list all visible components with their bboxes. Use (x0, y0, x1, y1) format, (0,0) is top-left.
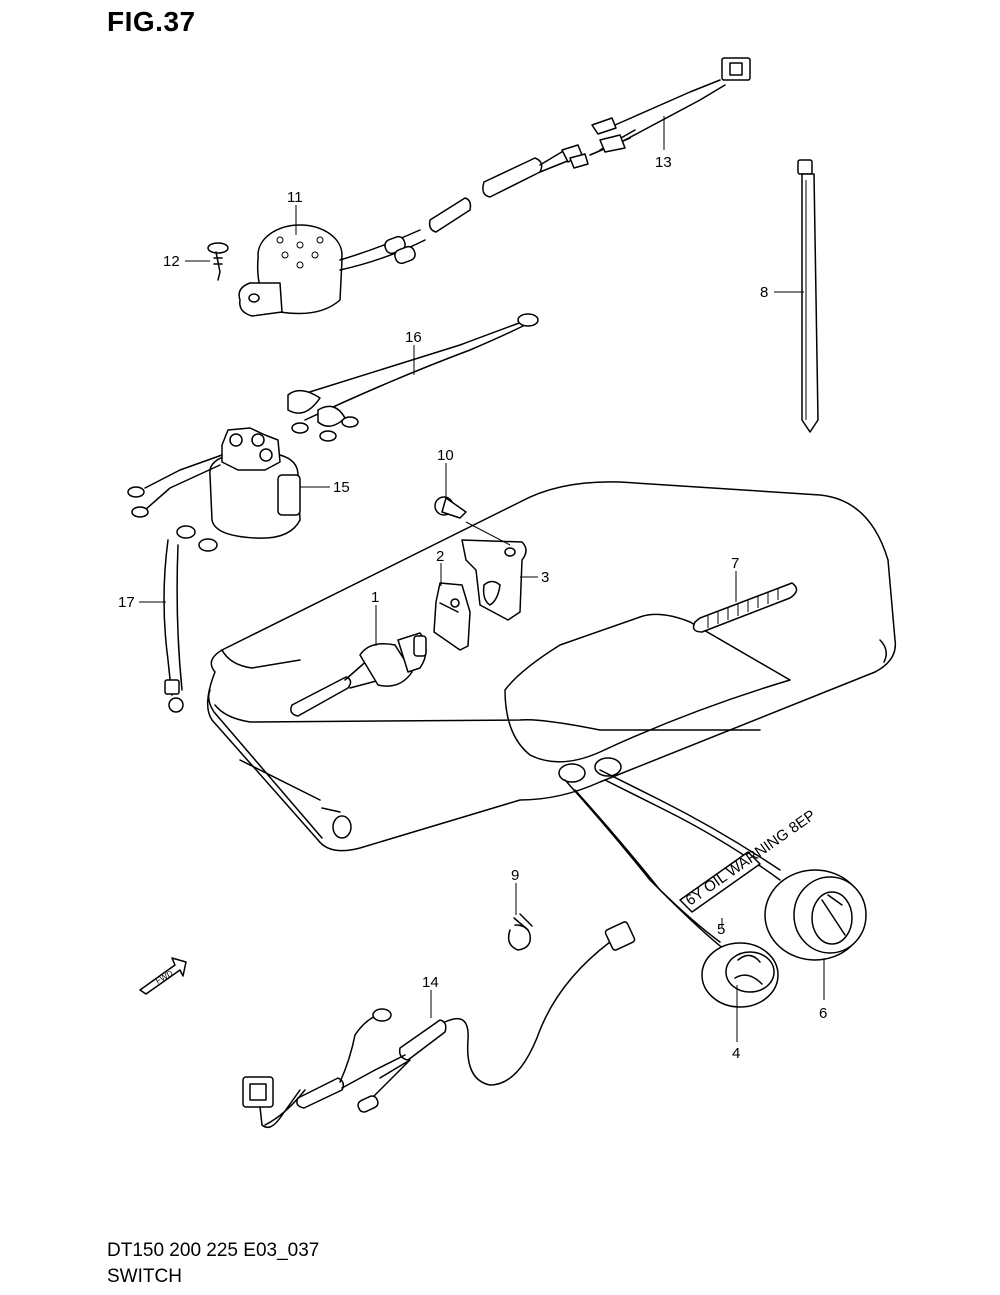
wire-harness (428, 57, 751, 233)
ground-cable (287, 313, 539, 442)
leader-lines (139, 116, 825, 1042)
relay (127, 427, 301, 539)
switch-panel-cover (206, 481, 897, 852)
callout-11: 11 (287, 189, 303, 206)
cable-tie (797, 159, 819, 433)
callout-2: 2 (436, 548, 444, 565)
callout-13: 13 (655, 154, 672, 171)
callout-16: 16 (405, 329, 422, 346)
bracket (461, 539, 527, 621)
callout-1: 1 (371, 589, 379, 606)
buzzer (238, 224, 426, 317)
callout-15: 15 (333, 479, 350, 496)
footer-caption: SWITCH (107, 1266, 182, 1287)
callout-6: 6 (819, 1005, 827, 1022)
footer-code: DT150 200 225 E03_037 (107, 1240, 320, 1261)
switch (290, 632, 427, 717)
callout-12: 12 (163, 253, 180, 270)
rubber-strip (692, 582, 798, 633)
callout-9: 9 (511, 867, 519, 884)
switch-clip (433, 582, 471, 651)
grommet-large (764, 869, 867, 961)
fwd-arrow-icon: FWD (139, 957, 187, 995)
tapping-screw (207, 242, 229, 281)
grommet-small (701, 942, 779, 1008)
lower-harness (242, 921, 636, 1129)
callout-8: 8 (760, 284, 768, 301)
figure-title: FIG.37 (107, 6, 196, 37)
callout-4: 4 (732, 1045, 740, 1062)
callout-numbers: 1 2 3 4 5 6 7 8 9 10 11 12 13 14 15 16 1… (118, 154, 827, 1062)
callout-10: 10 (437, 447, 454, 464)
callout-3: 3 (541, 569, 549, 586)
hose-clamp (507, 913, 533, 951)
short-cable (163, 525, 218, 713)
screw (434, 496, 511, 546)
warning-sticker (679, 851, 761, 913)
callout-17: 17 (118, 594, 135, 611)
callout-5: 5 (717, 921, 725, 938)
callout-7: 7 (731, 555, 739, 572)
callout-14: 14 (422, 974, 439, 991)
